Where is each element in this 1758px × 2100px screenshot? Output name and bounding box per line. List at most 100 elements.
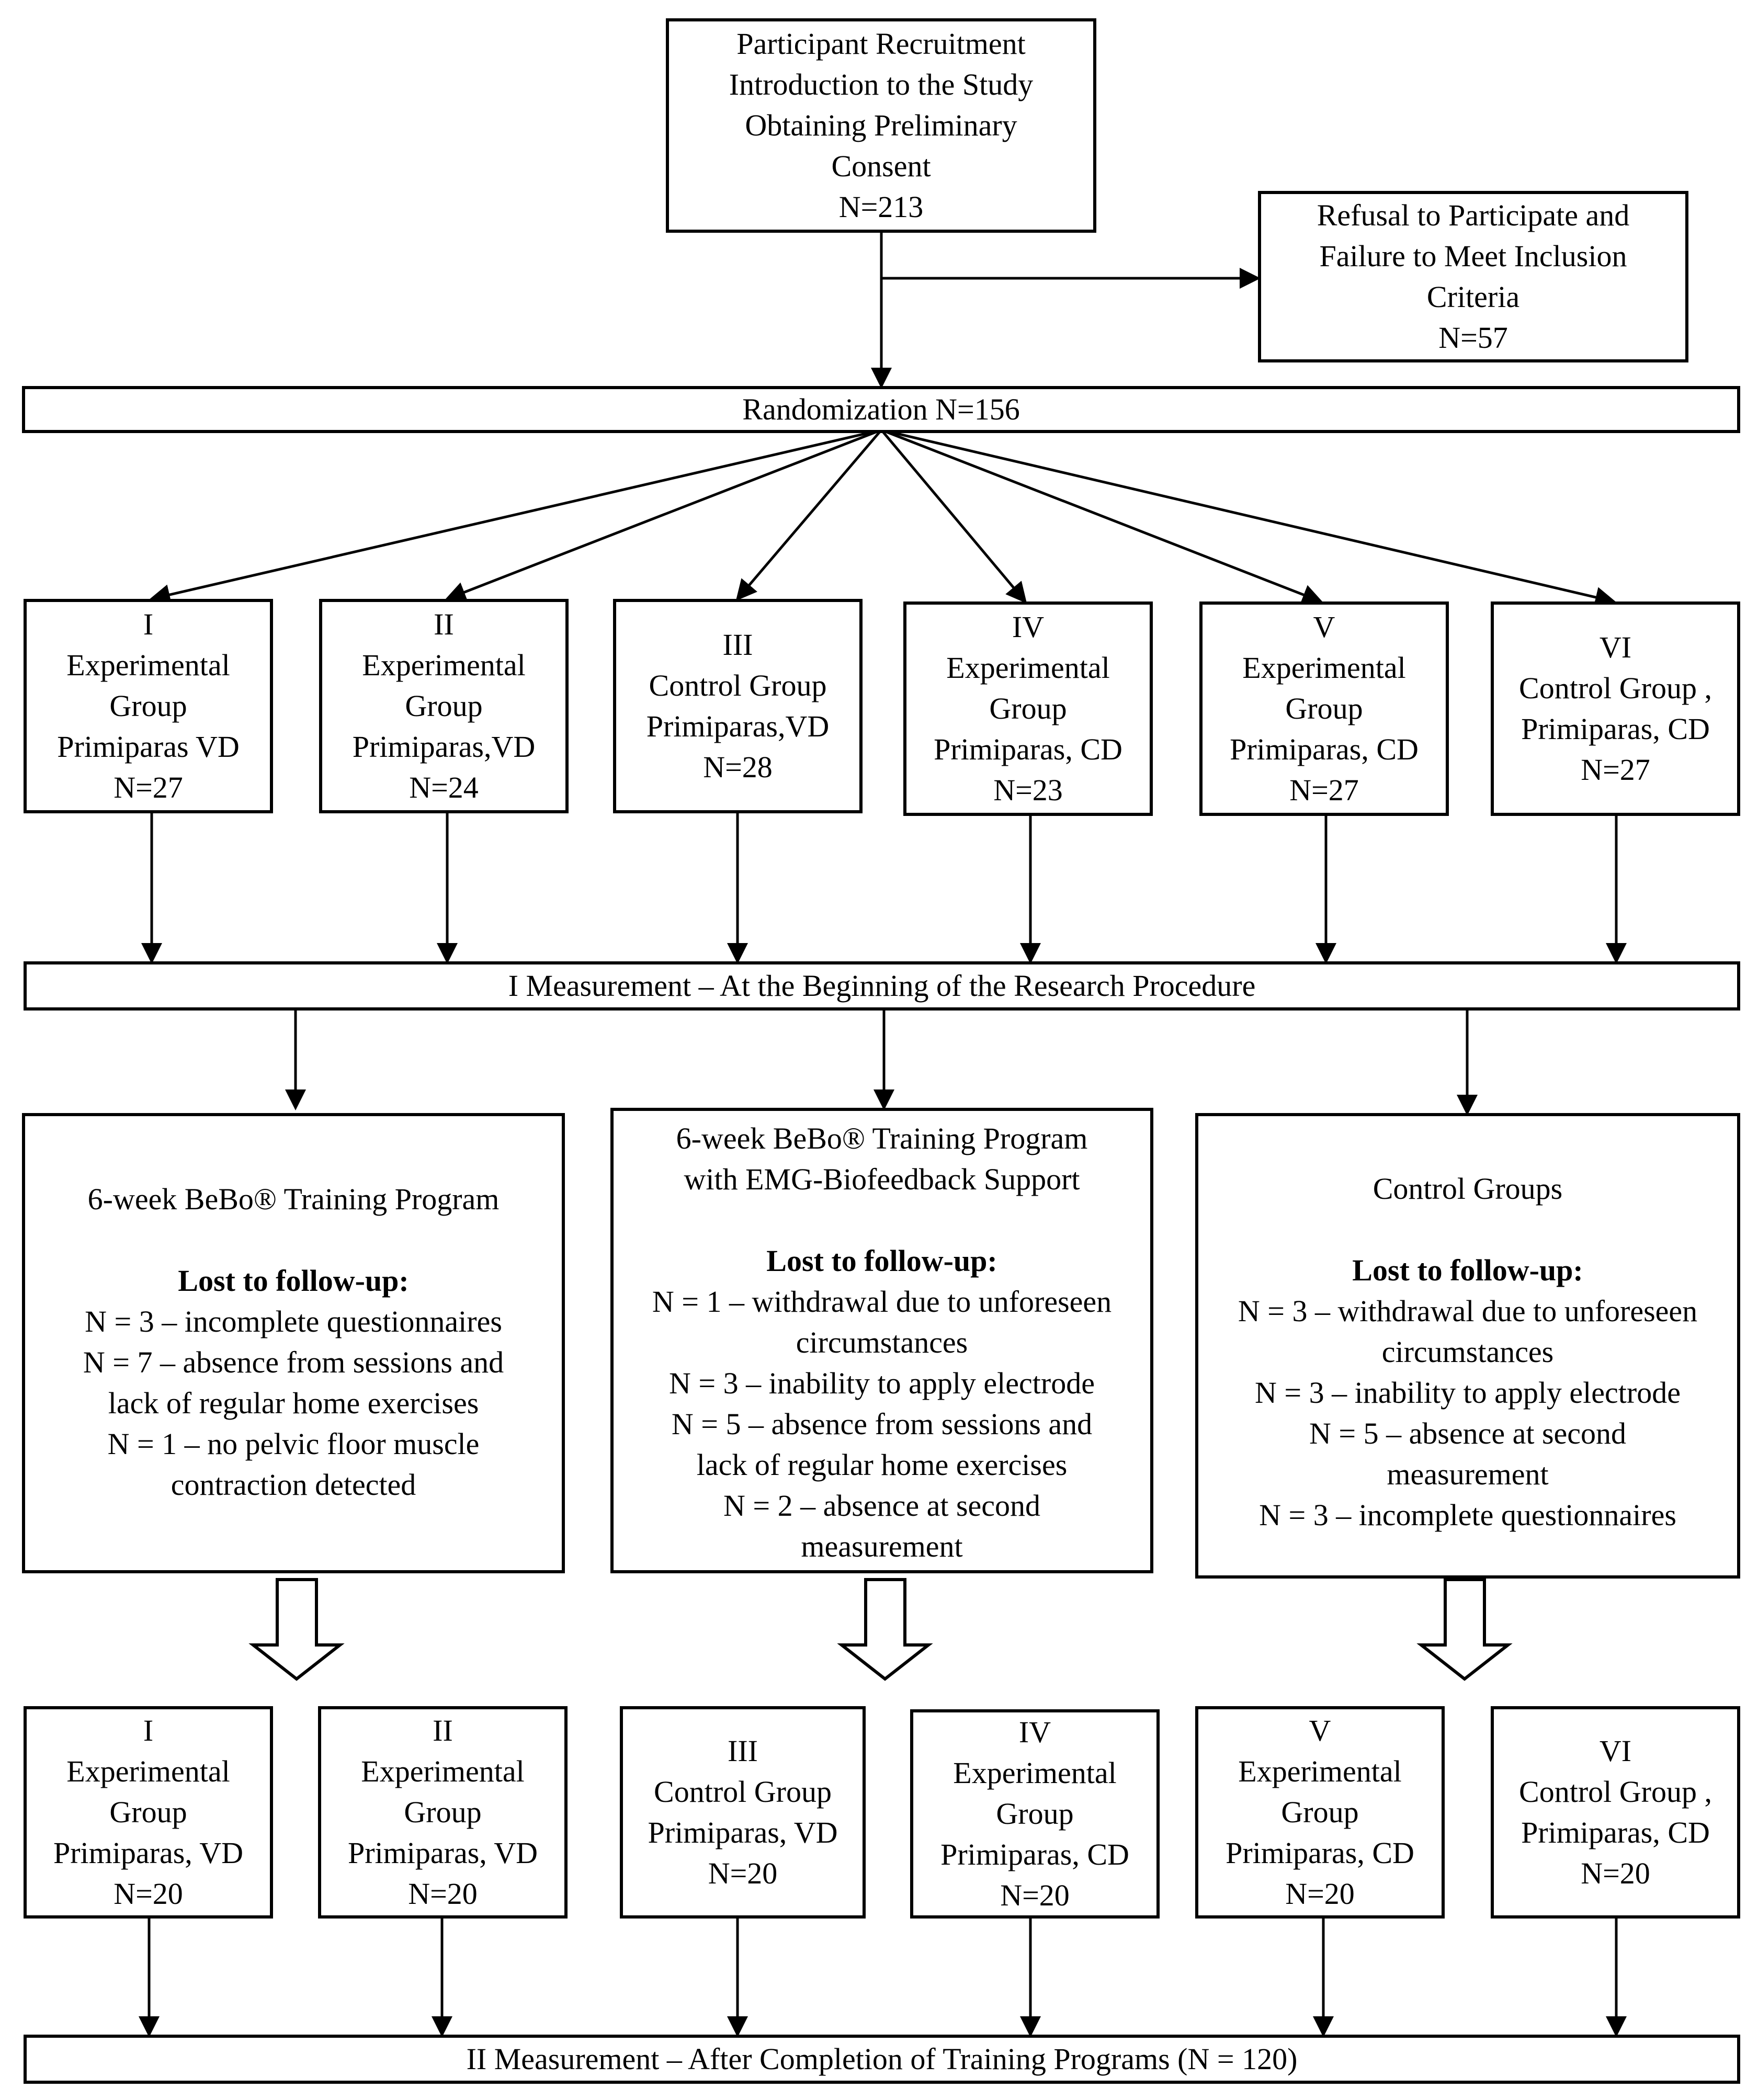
measurement-1-label: I Measurement – At the Beginning of the … [508,969,1256,1003]
recruitment-line: Participant Recruitment [736,27,1026,61]
group-box-start-1: I Experimental Group Primiparas VD N=27 [24,599,273,813]
group-count: N=20 [708,1856,778,1890]
lost-line: measurement [801,1529,963,1563]
measurement-2-bar: II Measurement – After Completion of Tra… [24,2035,1740,2084]
refusal-line: Failure to Meet Inclusion [1319,239,1627,273]
group-line: Group [996,1797,1074,1831]
lost-line: N = 5 – absence from sessions and [671,1407,1093,1441]
group-line: Primiparas, VD [53,1836,243,1870]
arrow-randomization-to-group-3 [735,429,882,601]
group-line: Group [109,1795,187,1829]
arrow-randomization-to-group-5 [881,428,1323,605]
group-line: V [1313,610,1335,644]
group-line: III [728,1734,758,1768]
group-count: N=28 [703,750,773,784]
lost-line: lack of regular home exercises [108,1386,479,1420]
group-count: N=20 [1581,1856,1650,1890]
group-line: V [1309,1713,1331,1747]
group-line: Experimental [1242,651,1406,685]
group-line: Primiparas, VD [347,1836,538,1870]
group-box-end-3: III Control Group Primiparas, VD N=20 [620,1706,866,1919]
group-line: Experimental [361,1754,525,1788]
lost-line: circumstances [1381,1335,1554,1369]
lost-line: N = 1 – withdrawal due to unforeseen [652,1285,1112,1319]
group-box-end-6: VI Control Group , Primiparas, CD N=20 [1491,1706,1740,1919]
group-line: Primiparas,VD [646,709,830,743]
group-line: Primiparas,VD [352,730,536,764]
group-line: Group [989,691,1067,725]
group-line: I [143,607,154,641]
group-line: IV [1012,610,1045,644]
lost-line: lack of regular home exercises [696,1448,1068,1482]
group-line: Primiparas, CD [1230,732,1419,766]
group-line: Experimental [946,651,1110,685]
group-line: II [434,607,454,641]
lost-to-follow-up-label: Lost to follow-up: [178,1264,409,1298]
refusal-box: Refusal to Participate and Failure to Me… [1258,191,1688,362]
group-count: N=24 [409,770,479,804]
group-count: N=27 [1289,773,1359,807]
group-count: N=20 [114,1877,183,1911]
lost-line: contraction detected [171,1468,416,1502]
group-line: Control Group , [1519,1775,1712,1809]
group-line: Primiparas, CD [934,732,1122,766]
group-line: VI [1599,630,1632,664]
group-line: Primiparas, CD [940,1837,1129,1871]
group-line: Group [109,689,187,723]
lost-to-follow-up-label: Lost to follow-up: [766,1244,997,1278]
block-arrow-program-2 [837,1578,933,1681]
block-arrow-program-1 [248,1578,345,1681]
group-line: Control Group , [1519,671,1712,705]
randomization-bar: Randomization N=156 [22,386,1740,433]
group-count: N=27 [1581,753,1650,787]
group-line: Group [404,1795,482,1829]
group-count: N=20 [1000,1878,1070,1912]
block-arrow-program-3 [1416,1578,1513,1681]
lost-to-follow-up-label: Lost to follow-up: [1352,1253,1583,1287]
lost-line: N = 1 – no pelvic floor muscle [107,1427,480,1461]
recruitment-box: Participant Recruitment Introduction to … [666,18,1096,233]
lost-line: N = 3 – inability to apply electrode [669,1366,1095,1400]
group-box-end-1: I Experimental Group Primiparas, VD N=20 [24,1706,273,1919]
group-line: Group [1285,691,1363,725]
group-line: Experimental [362,648,526,682]
group-line: IV [1018,1715,1051,1749]
arrow-randomization-to-group-4 [880,429,1027,604]
group-line: Experimental [953,1756,1117,1790]
group-line: Primiparas, CD [1226,1836,1414,1870]
group-box-start-2: II Experimental Group Primiparas,VD N=24 [319,599,569,813]
lost-line: N = 3 – incomplete questionnaires [85,1304,502,1338]
measurement-1-bar: I Measurement – At the Beginning of the … [24,961,1740,1011]
program-box-3: Control Groups Lost to follow-up: N = 3 … [1195,1113,1740,1579]
group-line: Experimental [1238,1754,1402,1788]
randomization-label: Randomization N=156 [742,392,1020,426]
recruitment-line: Obtaining Preliminary [745,108,1017,142]
group-line: VI [1599,1734,1632,1768]
refusal-line: Criteria [1426,280,1520,314]
group-line: Primiparas, CD [1521,1815,1710,1849]
arrow-randomization-to-group-6 [881,428,1616,608]
program-title: with EMG-Biofeedback Support [684,1162,1080,1196]
recruitment-line: Consent [831,149,931,183]
refusal-line: Refusal to Participate and [1317,198,1630,232]
lost-line: N = 3 – incomplete questionnaires [1259,1498,1676,1532]
group-line: II [433,1713,453,1747]
group-box-end-5: V Experimental Group Primiparas, CD N=20 [1195,1706,1445,1919]
group-count: N=20 [408,1877,478,1911]
group-line: Group [1281,1795,1359,1829]
group-box-start-5: V Experimental Group Primiparas, CD N=27 [1199,601,1449,816]
program-title: 6-week BeBo® Training Program [676,1121,1088,1155]
group-count: N=20 [1285,1877,1355,1911]
group-line: Control Group [654,1775,832,1809]
arrow-randomization-to-group-2 [445,428,882,602]
group-line: III [722,628,753,662]
group-line: Group [405,689,483,723]
program-title: Control Groups [1373,1172,1563,1206]
lost-line: N = 2 – absence at second [723,1489,1041,1523]
recruitment-line: Introduction to the Study [729,67,1034,101]
group-line: Control Group [649,668,827,702]
lost-line: N = 3 – withdrawal due to unforeseen [1238,1294,1698,1328]
group-line: Experimental [66,648,230,682]
